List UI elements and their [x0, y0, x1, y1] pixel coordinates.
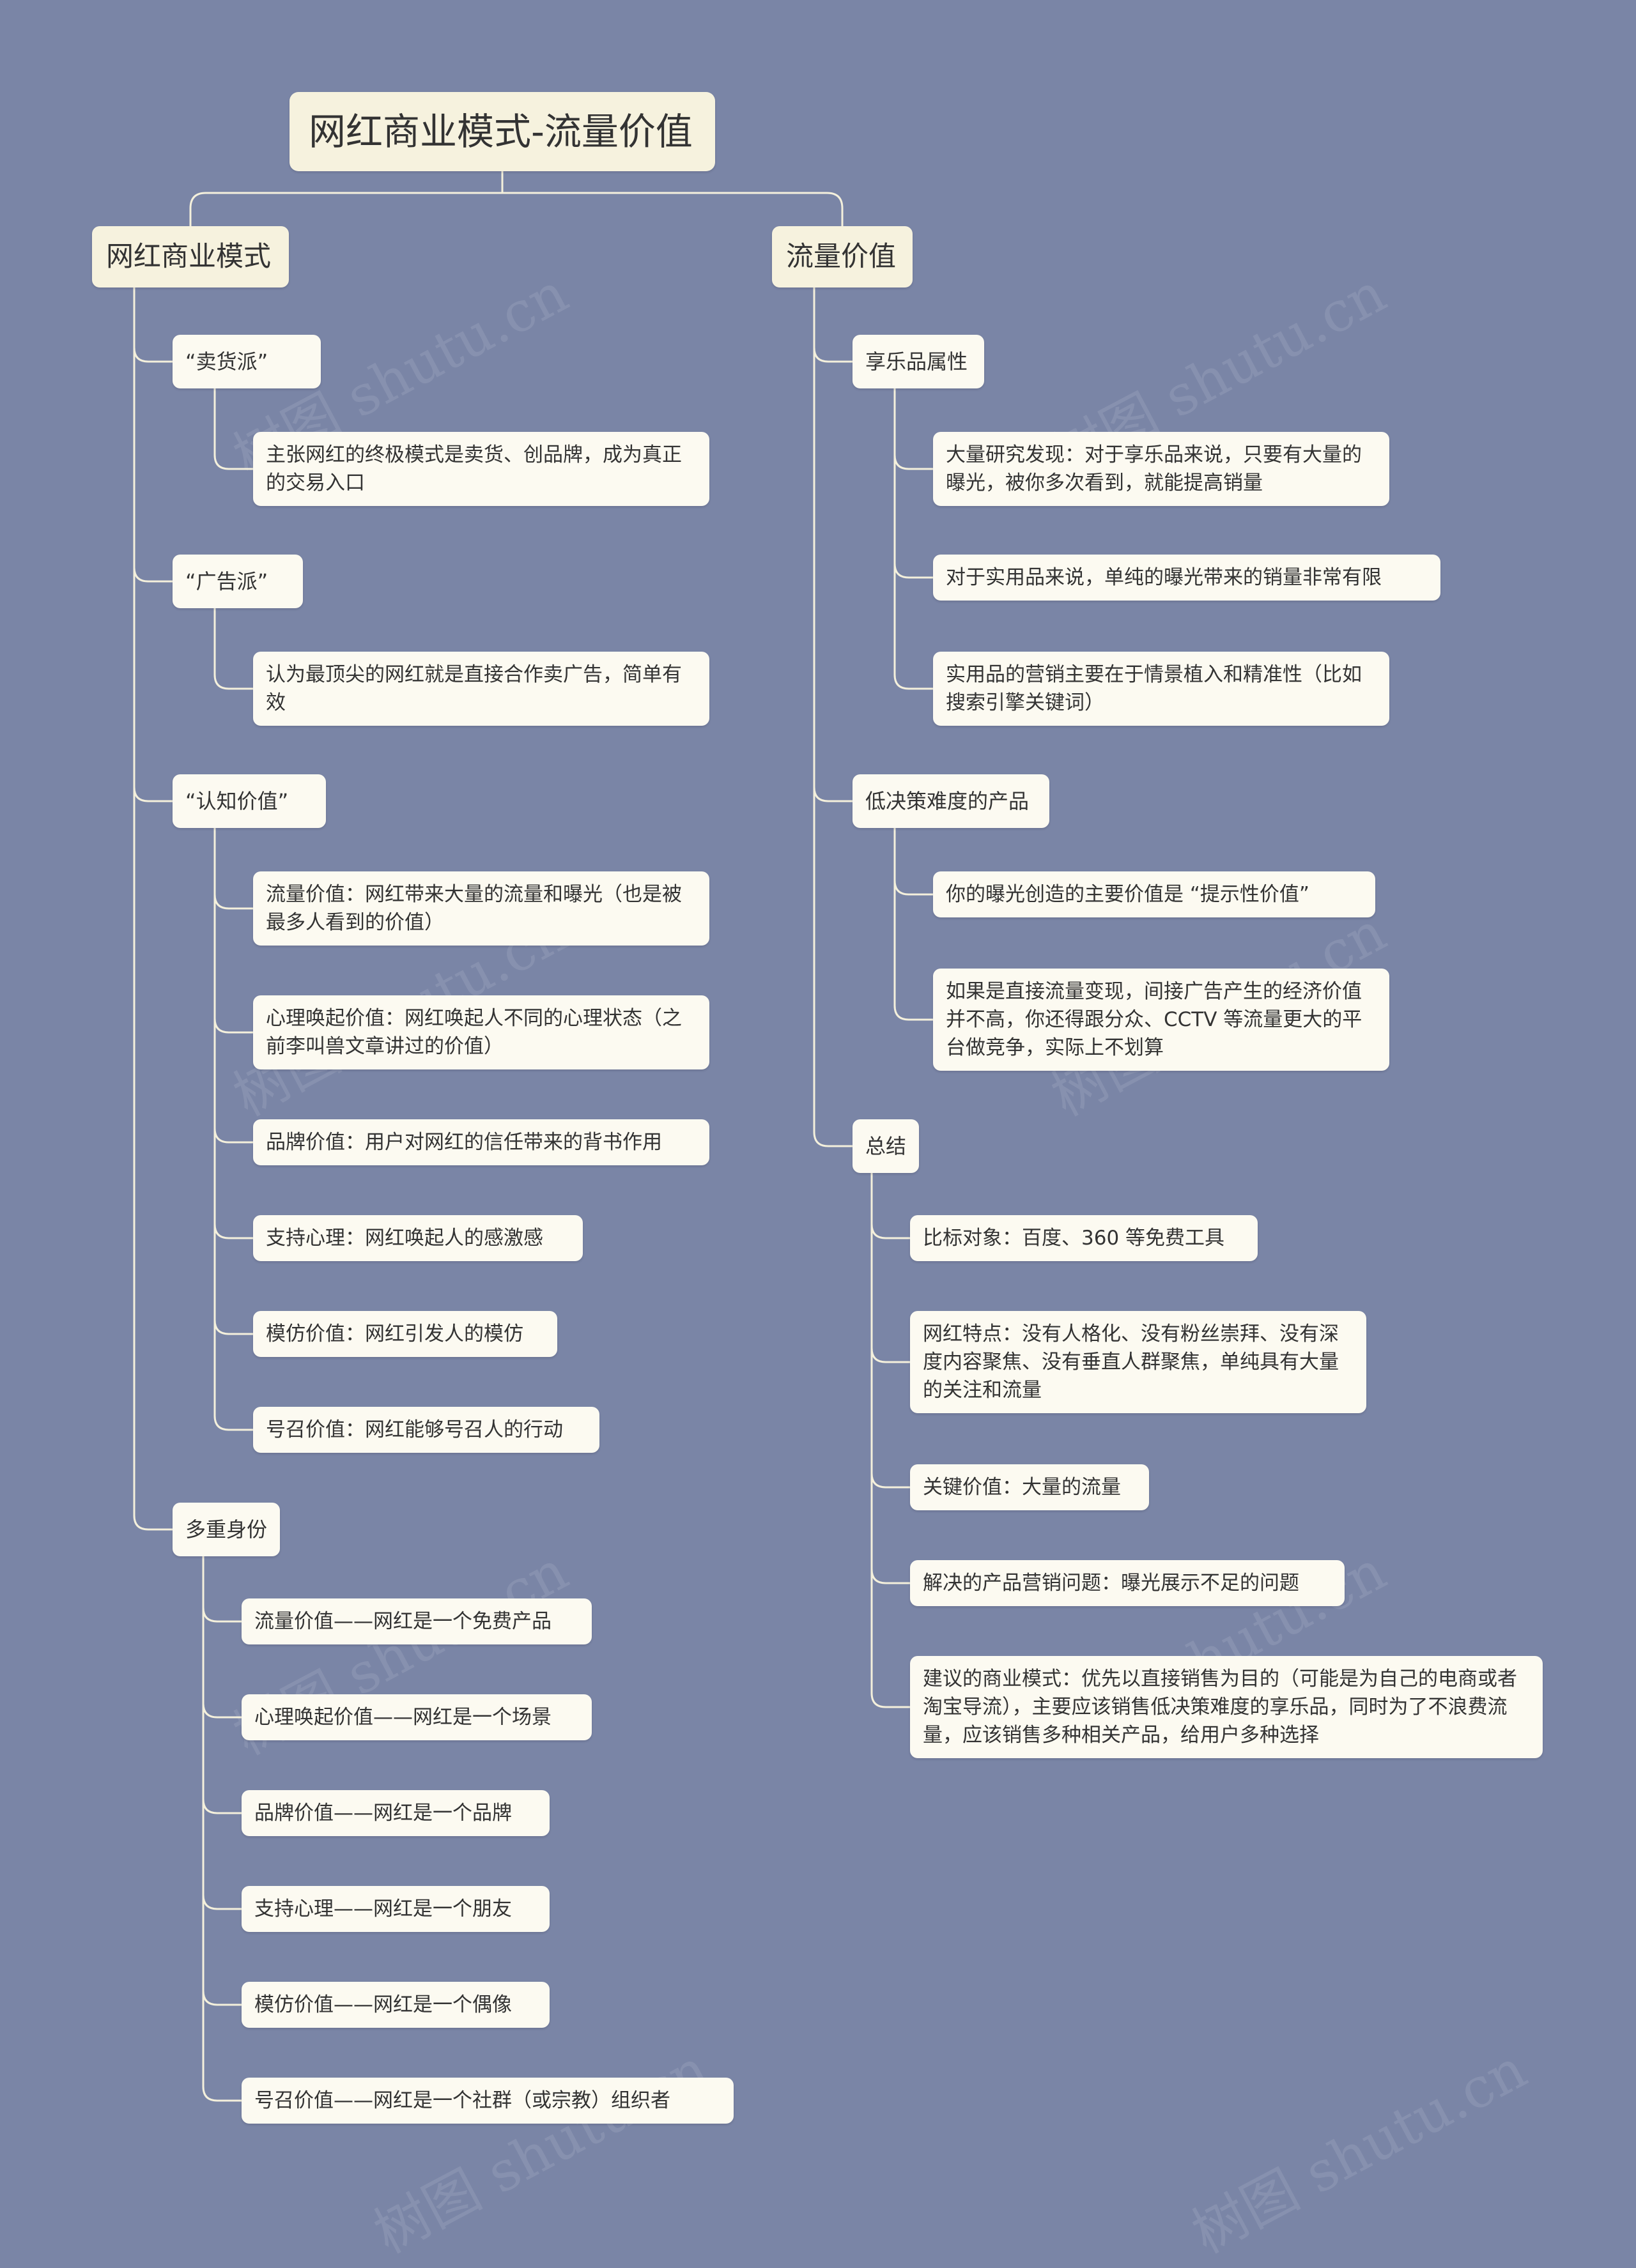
leaf-item[interactable]: 流量价值：网红带来大量的流量和曝光（也是被最多人看到的价值） — [253, 871, 709, 946]
connector-line — [213, 828, 253, 1335]
connector-line — [133, 287, 173, 1531]
leaf-item[interactable]: 建议的商业模式：优先以直接销售为目的（可能是为自己的电商或者淘宝导流），主要应该… — [910, 1656, 1543, 1758]
branch-traffic-value[interactable]: 流量价值 — [772, 226, 913, 287]
leaf-item[interactable]: 大量研究发现：对于享乐品来说，只要有大量的曝光，被你多次看到，就能提高销量 — [933, 432, 1389, 506]
connector-line — [213, 828, 253, 1431]
connector-line — [870, 1173, 910, 1584]
connector-line — [870, 1173, 910, 1489]
leaf-item[interactable]: 品牌价值：用户对网红的信任带来的背书作用 — [253, 1119, 709, 1165]
leaf-item[interactable]: 品牌价值——网红是一个品牌 — [242, 1790, 550, 1836]
leaf-item[interactable]: 支持心理——网红是一个朋友 — [242, 1886, 550, 1932]
connector-line — [202, 1556, 242, 1814]
topic-advertising[interactable]: “广告派” — [173, 555, 303, 608]
connector-line — [893, 828, 933, 1021]
leaf-item[interactable]: 支持心理：网红唤起人的感激感 — [253, 1215, 583, 1261]
connector-line — [189, 192, 502, 226]
connector-line — [893, 388, 933, 690]
leaf-item[interactable]: 主张网红的终极模式是卖货、创品牌，成为真正的交易入口 — [253, 432, 709, 506]
connector-line — [202, 1556, 242, 2006]
connector-line — [893, 828, 933, 896]
topic-summary[interactable]: 总结 — [853, 1119, 919, 1173]
connector-line — [893, 388, 933, 470]
connector-line — [202, 1556, 242, 1910]
connector-line — [133, 287, 173, 363]
leaf-item[interactable]: 网红特点：没有人格化、没有粉丝崇拜、没有深度内容聚焦、没有垂直人群聚焦，单纯具有… — [910, 1311, 1366, 1413]
connector-line — [213, 828, 253, 910]
branch-business-model[interactable]: 网红商业模式 — [92, 226, 289, 287]
connector-line — [213, 608, 253, 690]
connector-line — [202, 1556, 242, 2102]
leaf-item[interactable]: 心理唤起价值：网红唤起人不同的心理状态（之前李叫兽文章讲过的价值） — [253, 995, 709, 1069]
connector-line — [813, 287, 853, 1147]
connector-line — [813, 287, 853, 802]
leaf-item[interactable]: 关键价值：大量的流量 — [910, 1464, 1149, 1510]
leaf-item[interactable]: 你的曝光创造的主要价值是 “提示性价值” — [933, 871, 1375, 917]
connector-line — [870, 1173, 910, 1239]
leaf-item[interactable]: 心理唤起价值——网红是一个场景 — [242, 1694, 592, 1740]
topic-hedonic-attribute[interactable]: 享乐品属性 — [853, 335, 984, 388]
leaf-item[interactable]: 模仿价值——网红是一个偶像 — [242, 1982, 550, 2028]
leaf-item[interactable]: 号召价值：网红能够号召人的行动 — [253, 1407, 599, 1453]
leaf-item[interactable]: 对于实用品来说，单纯的曝光带来的销量非常有限 — [933, 555, 1440, 601]
topic-sell-goods[interactable]: “卖货派” — [173, 335, 321, 388]
connector-line — [202, 1556, 242, 1719]
leaf-item[interactable]: 认为最顶尖的网红就是直接合作卖广告，简单有效 — [253, 652, 709, 726]
connector-line — [893, 388, 933, 579]
leaf-item[interactable]: 实用品的营销主要在于情景植入和精准性（比如搜索引擎关键词） — [933, 652, 1389, 726]
leaf-item[interactable]: 流量价值——网红是一个免费产品 — [242, 1598, 592, 1644]
connector-line — [133, 287, 173, 583]
root-topic[interactable]: 网红商业模式-流量价值 — [289, 92, 715, 171]
connector-line — [213, 388, 253, 470]
topic-cognitive-value[interactable]: “认知价值” — [173, 774, 326, 828]
connector-line — [213, 828, 253, 1034]
connector-lines — [133, 171, 933, 2102]
leaf-item[interactable]: 比标对象：百度、360 等免费工具 — [910, 1215, 1258, 1261]
topic-multiple-identities[interactable]: 多重身份 — [173, 1503, 280, 1556]
topic-low-decision-difficulty[interactable]: 低决策难度的产品 — [853, 774, 1049, 828]
connector-line — [870, 1173, 910, 1363]
leaf-item[interactable]: 解决的产品营销问题：曝光展示不足的问题 — [910, 1560, 1345, 1606]
connector-line — [870, 1173, 910, 1708]
connector-line — [213, 828, 253, 1144]
connector-line — [502, 192, 844, 226]
leaf-item[interactable]: 号召价值——网红是一个社群（或宗教）组织者 — [242, 2078, 734, 2124]
connector-line — [813, 287, 853, 363]
leaf-item[interactable]: 如果是直接流量变现，间接广告产生的经济价值并不高，你还得跟分众、CCTV 等流量… — [933, 969, 1389, 1071]
connector-line — [202, 1556, 242, 1623]
leaf-item[interactable]: 模仿价值：网红引发人的模仿 — [253, 1311, 557, 1357]
connector-line — [133, 287, 173, 802]
